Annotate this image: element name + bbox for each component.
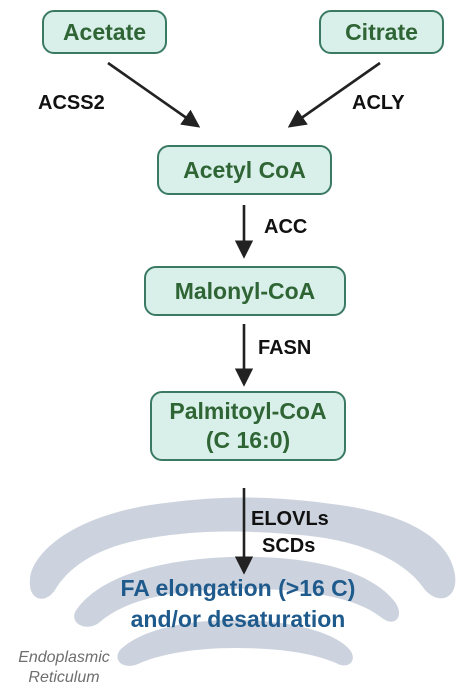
enzyme-acss2: ACSS2 (38, 92, 105, 114)
endoplasmic-reticulum-label: Endoplasmic Reticulum (4, 648, 124, 688)
result-line-2: and/or desaturation (130, 606, 346, 633)
palmitoyl-coa-label: Palmitoyl-CoA (169, 398, 327, 425)
acetyl-coa-label: Acetyl CoA (183, 156, 306, 183)
result-line-1: FA elongation (>16 C) (120, 575, 356, 601)
palmitoyl-coa-box: Palmitoyl-CoA (C 16:0) (150, 391, 346, 461)
enzyme-scds: SCDs (262, 535, 316, 557)
arrow-citrate-to-acetylcoa (287, 61, 381, 128)
er-cisterna-middle (74, 556, 400, 627)
fa-elongation-result: FA elongation (>16 C) and/or desaturatio… (0, 573, 476, 635)
malonyl-coa-label: Malonyl-CoA (174, 277, 316, 304)
acetate-label: Acetate (62, 18, 147, 45)
palmitoyl-coa-formula: (C 16:0) (205, 427, 291, 453)
enzyme-acly: ACLY (352, 92, 405, 114)
enzyme-acc: ACC (264, 216, 308, 238)
citrate-box: Citrate (319, 10, 444, 54)
enzyme-elovls: ELOVLs (251, 508, 329, 530)
enzyme-fasn: FASN (258, 337, 312, 359)
er-label-line-1: Endoplasmic (18, 649, 110, 666)
acetyl-coa-box: Acetyl CoA (157, 145, 332, 195)
er-cisterna-outer (29, 497, 456, 599)
er-cisterna-inner (117, 620, 353, 666)
acetate-box: Acetate (42, 10, 167, 54)
citrate-label: Citrate (345, 18, 418, 45)
arrow-acetate-to-acetylcoa (107, 61, 201, 128)
er-label-line-2: Reticulum (28, 669, 100, 686)
malonyl-coa-box: Malonyl-CoA (144, 266, 346, 316)
